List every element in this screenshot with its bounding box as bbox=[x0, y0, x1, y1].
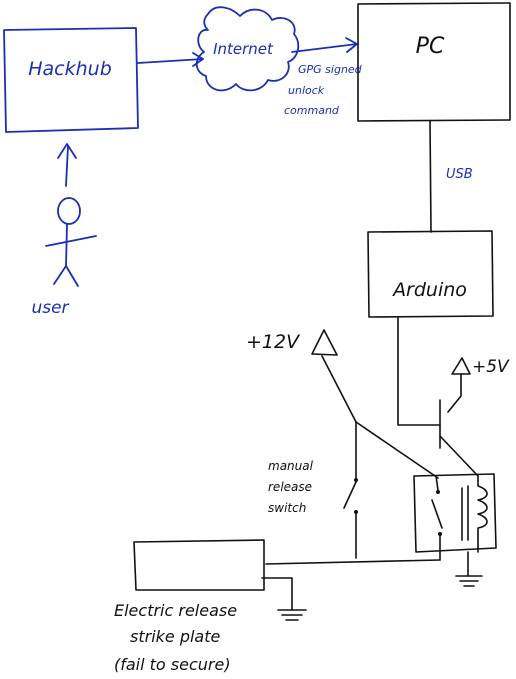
arduino-to-transistor-wire bbox=[397, 316, 441, 426]
edge-label-line2: unlock bbox=[288, 84, 325, 97]
strike-plate: Electric release strike plate (fail to s… bbox=[114, 539, 265, 674]
arduino-node: Arduino bbox=[367, 230, 494, 318]
pc-label: PC bbox=[416, 34, 445, 59]
switch-label-line3: switch bbox=[268, 501, 306, 515]
power-5v: +5V bbox=[447, 357, 510, 413]
relay-to-strike-wire bbox=[261, 559, 441, 621]
plus5v-label: +5V bbox=[472, 357, 510, 377]
strike-label-line2: strike plate bbox=[130, 627, 221, 646]
plus12v-label: +12V bbox=[246, 331, 301, 353]
edge-label-line3: command bbox=[284, 104, 340, 117]
internet-label: Internet bbox=[213, 40, 274, 58]
edge-label-line1: GPG signed bbox=[298, 63, 363, 76]
arduino-label: Arduino bbox=[391, 279, 467, 301]
usb-link: USB bbox=[429, 120, 473, 233]
switch-label-line2: release bbox=[268, 480, 312, 494]
hackhub-node: Hackhub bbox=[3, 27, 139, 133]
internet-node: Internet bbox=[195, 6, 300, 92]
pc-node: PC bbox=[357, 2, 511, 122]
switch-label-line1: manual bbox=[268, 459, 314, 473]
edge-label-unlock-command: GPG signed unlock command bbox=[284, 63, 363, 117]
manual-release-switch: manual release switch bbox=[268, 459, 358, 559]
user-label: user bbox=[31, 298, 69, 318]
usb-label: USB bbox=[446, 167, 473, 182]
arrow-hackhub-to-internet bbox=[137, 52, 204, 67]
relay-ground bbox=[455, 551, 483, 587]
relay bbox=[413, 473, 497, 561]
arrow-internet-to-pc bbox=[291, 37, 358, 53]
power-12v: +12V bbox=[246, 329, 439, 479]
hackhub-label: Hackhub bbox=[28, 58, 112, 80]
transistor bbox=[439, 399, 479, 477]
strike-label-line3: (fail to secure) bbox=[114, 655, 231, 674]
strike-label-line1: Electric release bbox=[114, 601, 237, 620]
user-node: user bbox=[31, 143, 97, 318]
